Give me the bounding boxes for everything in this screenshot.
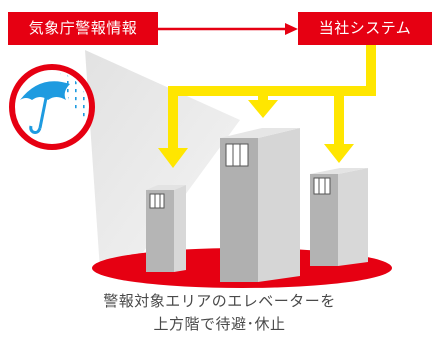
company-system-box: 当社システム [298, 12, 432, 45]
caption-line-1: 警報対象エリアのエレベーターを [103, 292, 336, 310]
building-right [310, 168, 368, 266]
distribution-arrows [158, 45, 376, 168]
flow-arrow [158, 23, 298, 35]
building-center [220, 128, 300, 282]
jma-warning-box: 気象庁警報情報 [8, 12, 158, 45]
alert-beam [85, 50, 240, 270]
umbrella-rain-icon [9, 64, 95, 150]
caption-line-2: 上方階で待避･休止 [153, 315, 286, 333]
building-left [146, 185, 186, 272]
